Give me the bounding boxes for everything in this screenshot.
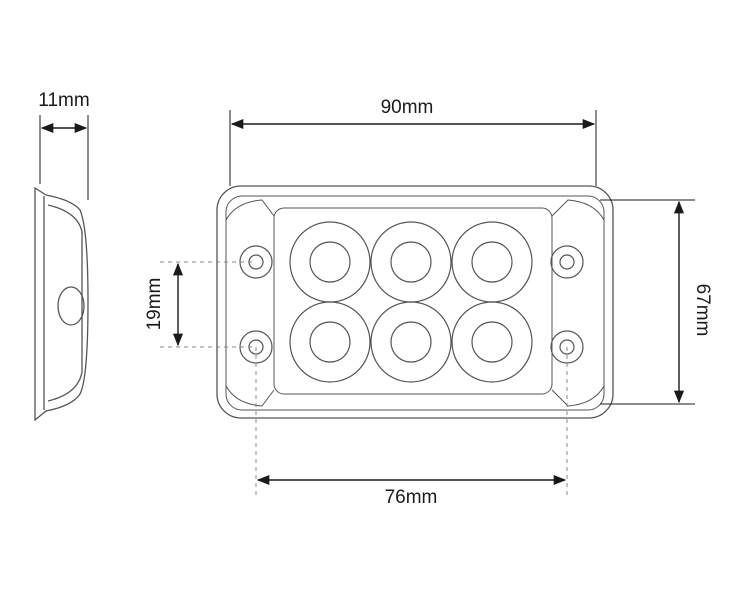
led-lens [370, 221, 452, 303]
dimension-depth: 11mm [38, 90, 90, 200]
depth-label: 11mm [38, 90, 89, 111]
corner-bevel-bottom-right [551, 385, 605, 407]
mounting-hole [550, 245, 584, 279]
housing-inner [225, 195, 605, 411]
front-view [216, 185, 614, 419]
corner-bevel-top-left [225, 199, 275, 221]
led-array [289, 221, 533, 383]
housing-outer [216, 185, 614, 419]
side-profile-body [34, 186, 89, 422]
dimension-hole-horizontal: 76mm [255, 347, 568, 508]
hole-vertical-label: 19mm [144, 278, 165, 331]
dimension-hole-vertical: 19mm [144, 261, 256, 348]
corner-bevel-bottom-left [225, 385, 275, 407]
led-lens [289, 301, 371, 383]
led-lens [370, 301, 452, 383]
led-lens [451, 301, 533, 383]
width-label: 90mm [381, 97, 434, 118]
led-lens [451, 221, 533, 303]
hole-horizontal-label: 76mm [385, 487, 438, 508]
side-profile-grommet [57, 286, 85, 326]
side-profile-inner-edge [47, 204, 83, 402]
dimension-width: 90mm [229, 97, 597, 186]
led-lens [289, 221, 371, 303]
height-label: 67mm [692, 284, 713, 337]
side-profile-view [34, 186, 89, 422]
dimension-height: 67mm [600, 199, 713, 405]
corner-bevel-top-right [551, 199, 605, 221]
lens-panel [273, 207, 553, 395]
